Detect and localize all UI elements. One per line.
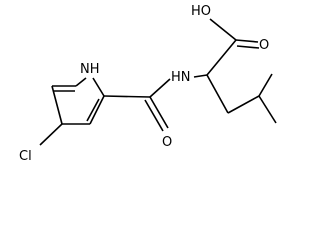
atom-acid-oxygen: O <box>259 38 269 53</box>
bond-c3-cl <box>39 123 63 146</box>
bond-cgamma-methyl-1 <box>258 73 273 97</box>
bond-n1-c2 <box>92 77 105 97</box>
bond-c5-n1 <box>75 77 87 87</box>
bond-c4-c5-ring <box>51 85 63 125</box>
atom-amide-nh: HN <box>171 70 191 85</box>
bond-carbonyl-nh <box>149 78 171 98</box>
bond-carbonyl-o-double <box>144 99 164 132</box>
bond-cooh-o <box>235 39 259 43</box>
atom-amide-oxygen: O <box>162 135 172 150</box>
bond-carbonyl-o <box>149 96 169 129</box>
bond-cooh-o-double <box>236 45 260 49</box>
bond-calpha-cbeta <box>206 74 229 114</box>
atom-pyrrole-nh: NH <box>80 62 100 77</box>
structure-diagram: Cl NH HN HO O O <box>19 4 277 164</box>
bond-cooh-oh <box>209 18 237 41</box>
bond-c2-c3-double <box>86 98 100 122</box>
atom-hydroxyl: HO <box>191 4 211 19</box>
atom-chlorine: Cl <box>19 149 32 164</box>
bond-calpha-cooh <box>206 39 237 76</box>
bond-c2-c3 <box>89 95 105 125</box>
bond-cgamma-methyl-2 <box>258 95 277 124</box>
molecule-canvas: Cl NH HN HO O O <box>19 4 277 164</box>
bond-cbeta-cgamma <box>227 95 260 114</box>
bond-nh-calpha <box>193 74 208 78</box>
bond-ring-carbonyl <box>103 95 151 98</box>
